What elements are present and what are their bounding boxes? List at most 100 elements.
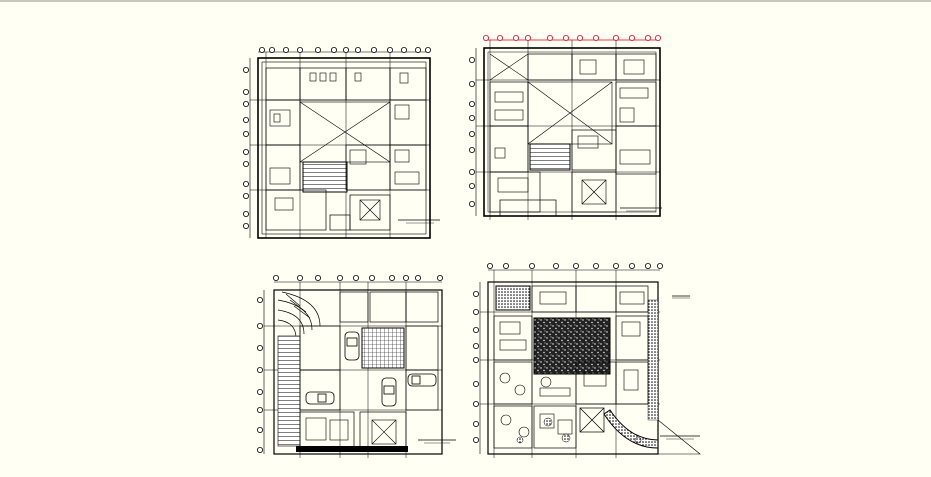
grid-axis-bubble [645,262,652,269]
grid-axis-bubble [242,210,249,217]
dim-labels [398,219,440,224]
grid-axis-bubble [242,222,249,229]
dim-labels [620,207,662,212]
grid-axis-bubbles [242,47,431,229]
grid-axis-bubble [468,57,475,64]
grid-axis-bubble [657,262,664,269]
furniture [269,72,420,221]
grid-axis-bubble [242,148,249,155]
grid-axis-bubble [472,326,479,333]
grid-axis-bubble [573,262,580,269]
grid-axis-bubble [468,130,475,137]
grid-axis-bubble [336,274,343,281]
grid-axis-bubble [496,35,503,42]
grid-axis-bubble [629,262,636,269]
grid-axis-bubble [256,388,263,395]
grid-axis-bubble [256,406,263,413]
window-top-border [0,0,931,2]
grid-axis-bubble [242,101,249,108]
grid-axis-bubble [529,262,536,269]
grid-axis-bubble [282,47,289,54]
grid-axis-bubble [402,274,409,281]
grid-axis-bubble [468,200,475,207]
grid-axis-bubble [256,366,263,373]
grid-axis-bubble [645,35,652,42]
grid-axis-bubble [242,180,249,187]
grid-axis-bubble [352,274,359,281]
dim-labels [418,439,456,444]
grid-axis-bubble [354,47,361,54]
grid-axis-bubble [547,35,554,42]
grid-axis-bubble [468,115,475,122]
grid-axis-bubble [593,262,600,269]
grid-axis-bubble [242,67,249,74]
structural-grid [476,40,660,220]
car [305,331,437,407]
grid-axis-bubble [525,35,532,42]
grid-axis-bubble [482,35,489,42]
garden-patch [495,285,531,311]
grid-axis-bubble [368,274,375,281]
grid-axis-bubble [256,446,263,453]
grid-axis-bubble [472,380,479,387]
grid-axis-bubble [472,290,479,297]
curved-planter [603,409,659,449]
grid-axis-bubble [242,117,249,124]
rooms [493,285,649,449]
grid-axis-bubble [593,35,600,42]
plan-first-floor [242,47,440,239]
grid-axis-bubble [400,47,407,54]
grid-axis-bubble [330,47,337,54]
plan-outline [475,39,661,217]
wall-base [296,446,408,452]
plan-second-floor [468,35,662,220]
grid-axis-bubble [577,35,584,42]
grid-axis-bubble [563,35,570,42]
grid-axis-bubble [256,426,263,433]
grid-axis-bubble [613,262,620,269]
grid-axis-bubble [502,262,509,269]
central-courtyard-planting [533,317,611,375]
plant-symbols [516,417,642,444]
stairs [305,417,397,445]
grid-axis-bubble [468,146,475,153]
dim-labels [660,295,700,440]
grid-axis-bubble [468,168,475,175]
grid-axis-bubble [414,47,421,54]
grid-axis-bubble [472,436,479,443]
grid-axis-bubble [468,182,475,189]
grid-axis-bubble [370,47,377,54]
grid-axis-bubble [388,274,395,281]
courtyard-void [299,101,391,163]
grid-axis-bubble [272,274,279,281]
grid-axis-bubble [256,296,263,303]
grid-axis-bubble [436,274,443,281]
hatched-core [361,327,405,369]
grid-axis-bubble [655,35,662,42]
plan-basement-parking [256,274,456,458]
ramp-stripes [277,335,301,447]
grid-axis-bubbles [256,274,443,453]
grid-axis-bubble [314,274,321,281]
grid-axis-bubble [314,47,321,54]
grid-axis-bubble [296,47,303,54]
grid-axis-bubble [472,400,479,407]
grid-axis-bubble [256,344,263,351]
grid-axis-bubble [553,262,560,269]
grid-axis-bubble [258,47,265,54]
hatched-stair [302,161,348,193]
grid-axis-bubble [472,342,479,349]
grid-axis-bubble [513,35,520,42]
grid-axis-bubble [242,160,249,167]
grid-axis-bubble [414,274,421,281]
ramp-curve [277,291,321,339]
courtyard-void [489,53,613,145]
grid-axis-bubble [296,274,303,281]
grid-axis-bubble [472,356,479,363]
grid-axis-bubble [342,47,349,54]
grid-axis-bubble [242,89,249,96]
east-planting-strip [647,299,659,421]
grid-axis-bubbles [472,262,664,443]
rooms [489,53,657,217]
